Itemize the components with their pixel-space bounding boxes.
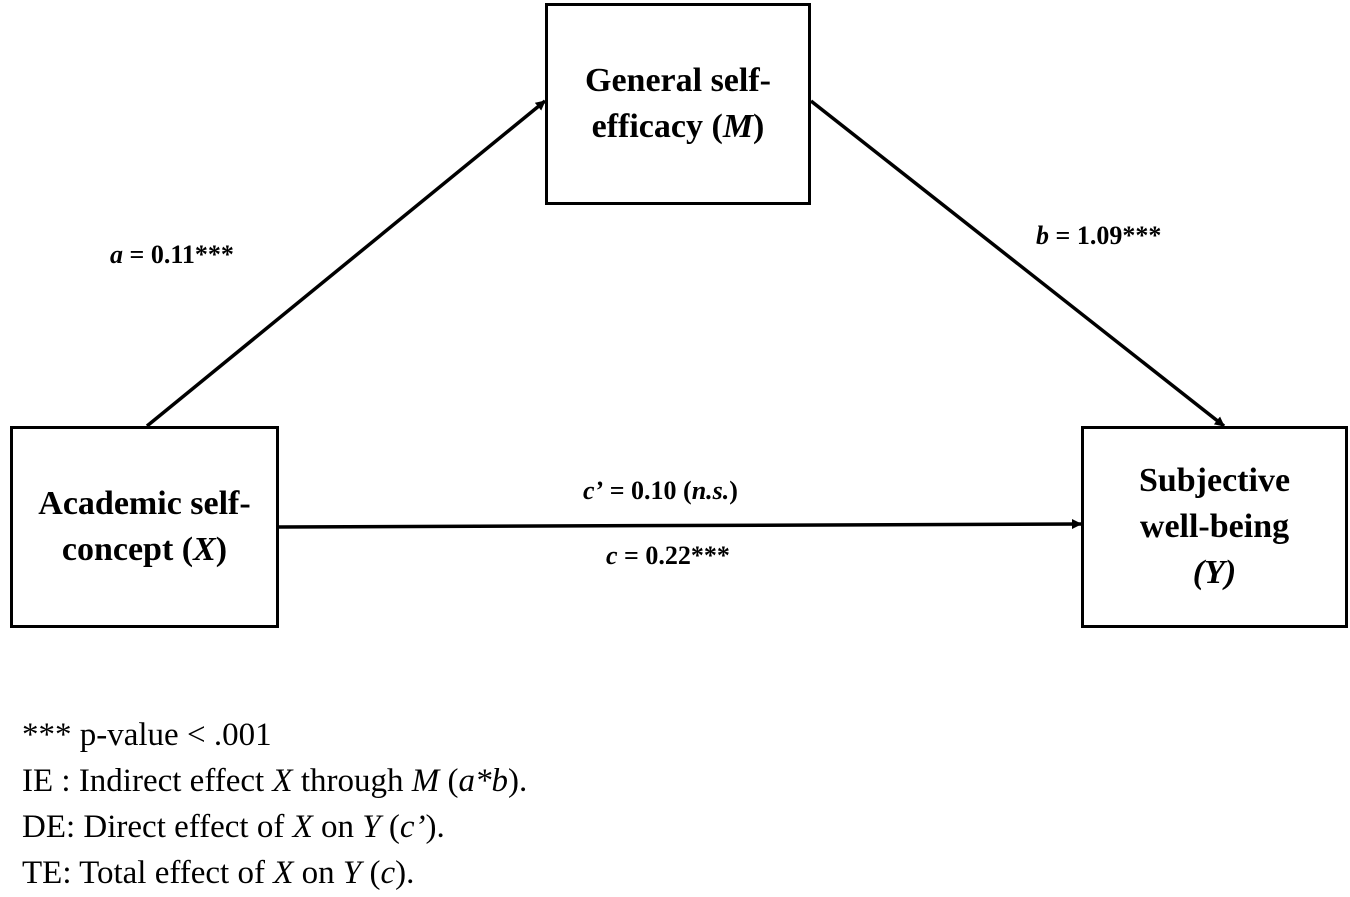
arrow-c-x-to-y: [278, 519, 1082, 530]
node-m-line2: efficacy (M): [591, 108, 765, 145]
node-subjective-well-being: Subjective well-being (Y): [1081, 426, 1348, 628]
path-a-coefficient: a = 0.11***: [110, 240, 234, 269]
arrow-a-x-to-m: [145, 99, 547, 428]
node-y-line1: Subjective: [1138, 462, 1291, 499]
node-x-line2: concept (X): [61, 531, 228, 568]
path-c-prime-coefficient: c’ = 0.10 (n.s.): [583, 476, 738, 505]
legend-direct-effect: DE: Direct effect of X on Y (c’).: [22, 809, 445, 845]
node-y-line2: well-being: [1139, 508, 1290, 545]
node-general-self-efficacy: General self- efficacy (M): [545, 3, 811, 205]
node-y-line3: (Y): [1192, 554, 1237, 591]
legend-indirect-effect: IE : Indirect effect X through M (a*b).: [22, 763, 528, 799]
path-c-coefficient: c = 0.22***: [606, 541, 730, 570]
path-b-coefficient: b = 1.09***: [1036, 221, 1162, 250]
node-m-line1: General self-: [585, 62, 771, 99]
arrow-b-m-to-y: [809, 99, 1226, 428]
variable-y: Y: [1204, 554, 1225, 591]
legend-significance: *** p-value < .001: [22, 717, 272, 753]
variable-m: M: [722, 108, 754, 145]
legend-total-effect: TE: Total effect of X on Y (c).: [22, 855, 415, 891]
node-x-line1: Academic self-: [38, 485, 251, 522]
node-academic-self-concept: Academic self- concept (X): [10, 426, 279, 628]
variable-x: X: [193, 531, 216, 568]
legend-notes: *** p-value < .001 IE : Indirect effect …: [22, 712, 527, 896]
